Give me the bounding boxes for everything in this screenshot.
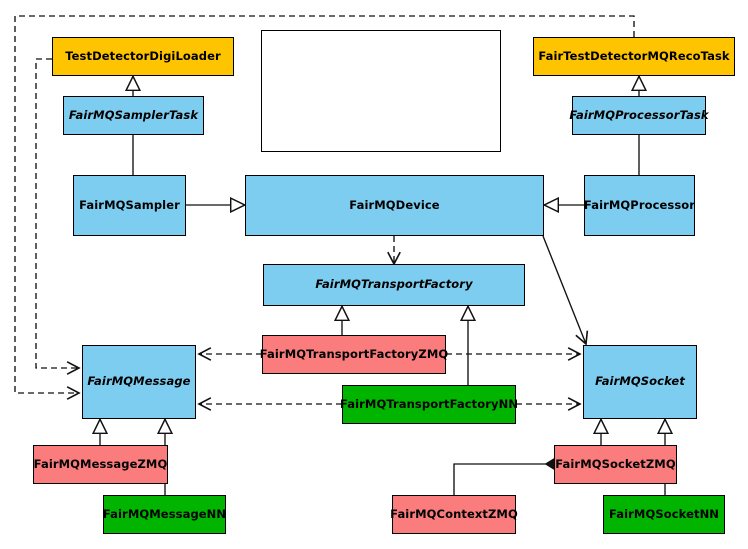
class-label-fairmqtransportfactoryzmq: FairMQTransportFactoryZMQ: [259, 346, 449, 361]
class-node-fairmqdevice[interactable]: FairMQDevice: [245, 175, 544, 236]
class-label-fairmqsampler: FairMQSampler: [79, 197, 180, 212]
class-label-fairmqsocketzmq: FairMQSocketZMQ: [555, 456, 676, 471]
class-node-fairmqsocketnn[interactable]: FairMQSocketNN: [603, 495, 725, 534]
class-node-fairmqsamplertask[interactable]: FairMQSamplerTask: [63, 96, 204, 135]
class-node-fairmqsocketzmq[interactable]: FairMQSocketZMQ: [554, 445, 677, 484]
class-node-fairmqtransportfactory[interactable]: FairMQTransportFactory: [263, 264, 525, 306]
class-label-fairmqcontextzmq: FairMQContextZMQ: [390, 506, 518, 521]
class-label-fairtestdetectormqrecotask: FairTestDetectorMQRecoTask: [538, 48, 730, 63]
class-node-fairmqmessagenn[interactable]: FairMQMessageNN: [103, 495, 226, 534]
class-node-fairmqtransportfactorynn[interactable]: FairMQTransportFactoryNN: [339, 385, 519, 424]
class-label-fairmqsocketnn: FairMQSocketNN: [608, 506, 720, 521]
class-label-fairmqmessage: FairMQMessage: [87, 374, 191, 389]
legend-panel: [261, 30, 501, 152]
class-label-fairmqmessagezmq: FairMQMessageZMQ: [33, 456, 168, 471]
class-node-fairmqmessage[interactable]: FairMQMessage: [82, 345, 196, 419]
class-node-fairmqprocessor[interactable]: FairMQProcessor: [584, 175, 695, 236]
class-node-fairmqmessagezmq[interactable]: FairMQMessageZMQ: [33, 445, 168, 484]
class-label-fairmqtransportfactorynn: FairMQTransportFactoryNN: [339, 396, 519, 411]
class-node-fairmqsocket[interactable]: FairMQSocket: [583, 345, 697, 419]
class-node-fairmqprocessortask[interactable]: FairMQProcessorTask: [569, 96, 709, 135]
class-label-testdetectordigiloader: TestDetectorDigiLoader: [65, 48, 221, 63]
class-label-fairmqsocket: FairMQSocket: [595, 374, 685, 389]
class-node-fairmqtransportfactoryzmq[interactable]: FairMQTransportFactoryZMQ: [259, 335, 449, 374]
class-label-fairmqtransportfactory: FairMQTransportFactory: [315, 277, 473, 292]
class-node-fairtestdetectormqrecotask[interactable]: FairTestDetectorMQRecoTask: [533, 37, 735, 76]
class-node-fairmqsampler[interactable]: FairMQSampler: [73, 175, 186, 236]
class-node-testdetectordigiloader[interactable]: TestDetectorDigiLoader: [52, 37, 234, 76]
edge-contextzmq-to-socketzmq: [453, 464, 546, 495]
class-label-fairmqprocessor: FairMQProcessor: [583, 197, 696, 212]
edge-device-to-socket: [542, 235, 589, 346]
class-node-fairmqcontextzmq[interactable]: FairMQContextZMQ: [390, 495, 518, 534]
class-label-fairmqmessagenn: FairMQMessageNN: [102, 506, 227, 521]
class-label-fairmqdevice: FairMQDevice: [349, 197, 440, 212]
class-label-fairmqprocessortask: FairMQProcessorTask: [569, 107, 709, 122]
class-label-fairmqsamplertask: FairMQSamplerTask: [68, 107, 199, 122]
